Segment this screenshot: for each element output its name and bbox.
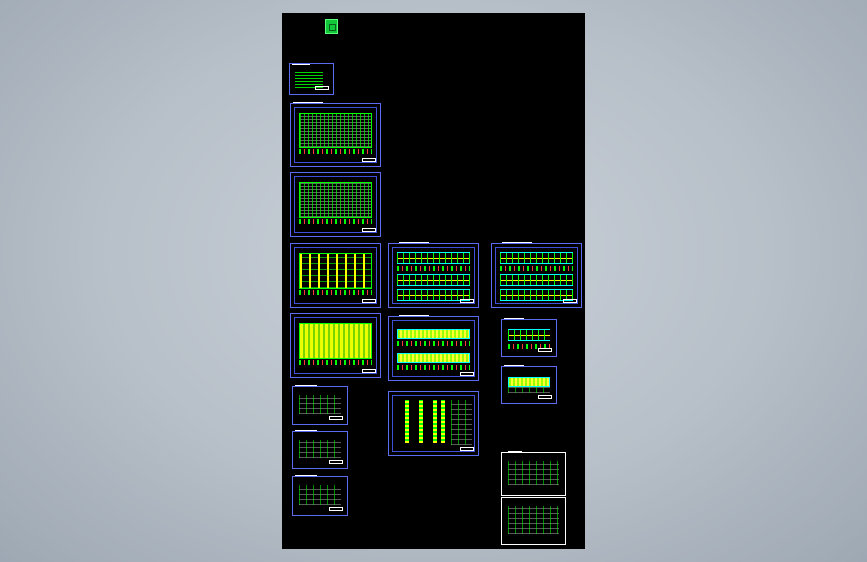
- sheet-label: [293, 96, 323, 103]
- cad-logo-icon: [325, 19, 338, 34]
- drawing-sheet-plan-2[interactable]: [290, 172, 381, 237]
- column-section-4: [441, 400, 445, 443]
- floor-plan-grid: [299, 113, 372, 148]
- sheet-label: [502, 236, 532, 243]
- drawing-sheet-plan-4[interactable]: [290, 313, 381, 378]
- column-section-2: [419, 400, 423, 443]
- drawing-sheet-detail-4[interactable]: [501, 365, 557, 404]
- drawing-sheet-elevation-2[interactable]: [491, 242, 582, 308]
- elevation-row-1: [500, 252, 573, 264]
- section-beam: [508, 329, 550, 341]
- sheet-inner-frame: [392, 395, 475, 452]
- title-block: [538, 348, 552, 352]
- detail-drawing: [508, 461, 559, 485]
- column-section-1: [405, 400, 409, 443]
- column-section-3: [433, 400, 437, 443]
- title-block: [538, 395, 552, 399]
- detail-drawing: [508, 387, 550, 393]
- drawing-sheet-detail-3[interactable]: [292, 475, 348, 516]
- sheet-inner-frame: [495, 247, 578, 304]
- sheet-inner-frame: [294, 107, 377, 163]
- sheet-inner-frame: [294, 247, 377, 304]
- sheet-inner-frame: [392, 320, 475, 377]
- elevation-row-2: [397, 274, 470, 286]
- model-space-viewport[interactable]: [282, 13, 585, 549]
- title-block: [362, 158, 376, 162]
- detail-drawing: [451, 400, 472, 445]
- section-beam-1: [397, 329, 470, 339]
- elevation-row-3: [500, 289, 573, 301]
- drawing-sheet-section-3[interactable]: [501, 318, 557, 357]
- drawing-sheet-elevation-1[interactable]: [388, 242, 479, 308]
- detail-drawing: [299, 485, 341, 505]
- dimension-row: [500, 266, 573, 271]
- drawing-sheet-plan-3[interactable]: [290, 243, 381, 308]
- elevation-row-2: [500, 274, 573, 286]
- drawing-sheet-detail-5[interactable]: [501, 451, 566, 496]
- axis-markers: [299, 360, 372, 365]
- detail-drawing: [299, 440, 341, 458]
- sheet-label: [504, 359, 524, 366]
- title-block: [329, 460, 343, 464]
- dimension-row: [397, 365, 470, 370]
- axis-markers: [299, 149, 372, 154]
- drawing-sheet-detail-6[interactable]: [501, 497, 566, 545]
- title-block: [315, 86, 329, 90]
- title-block: [563, 299, 577, 303]
- sheet-label: [295, 469, 317, 476]
- sheet-inner-frame: [294, 317, 377, 374]
- sheet-label: [399, 309, 429, 316]
- section-beam: [508, 377, 550, 387]
- detail-drawing: [299, 395, 341, 414]
- drawing-sheet-plan-1[interactable]: [290, 102, 381, 167]
- sheet-inner-frame: [392, 247, 475, 304]
- title-block: [329, 507, 343, 511]
- sheet-label: [292, 58, 310, 65]
- title-block: [362, 228, 376, 232]
- dimension-row: [397, 266, 470, 271]
- axis-markers: [299, 219, 372, 224]
- sheet-label: [508, 445, 522, 452]
- drawing-sheet-cover[interactable]: [289, 63, 334, 95]
- axis-markers: [299, 290, 372, 295]
- title-block: [362, 369, 376, 373]
- title-block: [362, 299, 376, 303]
- sheet-label: [295, 424, 317, 431]
- dimension-row: [397, 341, 470, 346]
- dimension-row: [508, 344, 550, 349]
- roof-plan-hatch: [299, 323, 372, 359]
- sheet-inner-frame: [294, 176, 377, 233]
- floor-plan-grid: [299, 182, 372, 218]
- index-table: [295, 71, 323, 88]
- drawing-sheet-section-2[interactable]: [388, 391, 479, 456]
- elevation-row-3: [397, 289, 470, 301]
- title-block: [460, 372, 474, 376]
- title-block: [329, 416, 343, 420]
- column-layout-grid: [299, 253, 372, 289]
- title-block: [460, 447, 474, 451]
- elevation-row-1: [397, 252, 470, 264]
- sheet-label: [295, 379, 317, 386]
- detail-drawing: [508, 506, 559, 534]
- section-beam-2: [397, 353, 470, 363]
- drawing-sheet-section-1[interactable]: [388, 315, 479, 381]
- sheet-label: [504, 312, 524, 319]
- drawing-sheet-detail-1[interactable]: [292, 385, 348, 425]
- sheet-label: [399, 236, 429, 243]
- drawing-sheet-detail-2[interactable]: [292, 430, 348, 469]
- title-block: [460, 299, 474, 303]
